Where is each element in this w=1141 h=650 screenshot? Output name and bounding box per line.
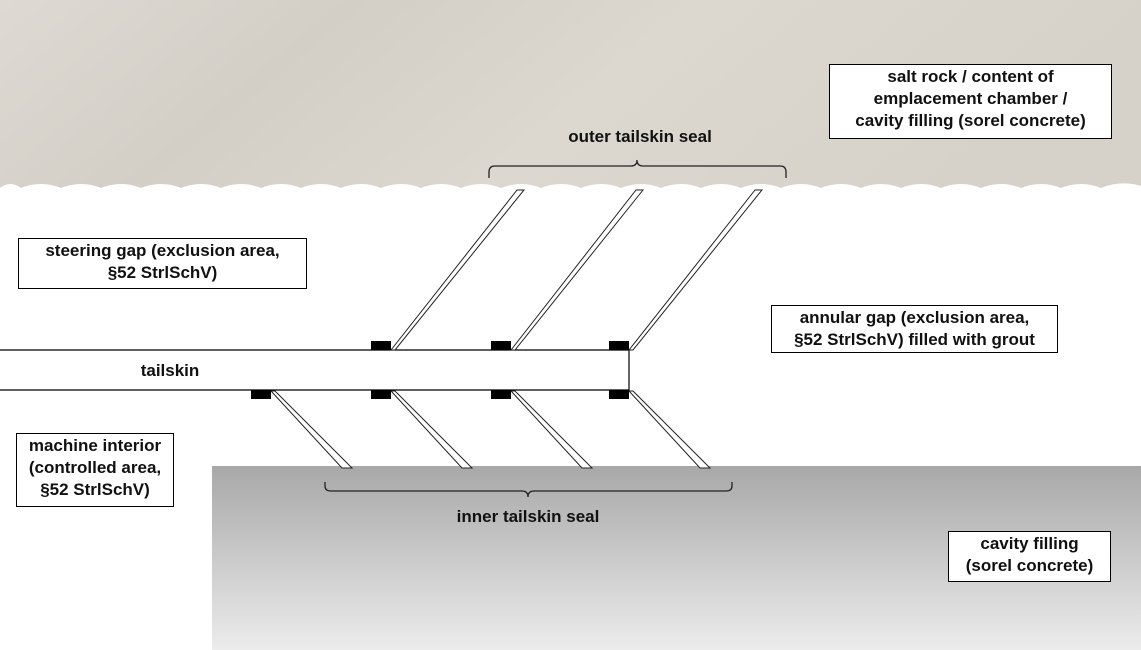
inner-seal-brush (269, 390, 354, 469)
inner-seal-label: inner tailskin seal (456, 507, 600, 526)
seal-clamp-block (491, 390, 511, 399)
seal-clamp-block (251, 390, 271, 399)
label-line: cavity filling (980, 534, 1079, 553)
label-line: §52 StrlSchV) filled with grout (794, 330, 1035, 349)
label-line: §52 StrlSchV) (40, 480, 150, 499)
tailskin-label: tailskin (140, 361, 200, 380)
label-line: annular gap (exclusion area, (799, 308, 1030, 327)
outer-seal-label: outer tailskin seal (568, 127, 712, 146)
label-line: (controlled area, (28, 458, 162, 477)
label-line: cavity filling (sorel concrete) (855, 111, 1086, 130)
outer-seal-brush (627, 189, 764, 351)
label-line: §52 StrlSchV) (107, 263, 218, 282)
cavity-filling-label: cavity filling (sorel concrete) (948, 531, 1111, 582)
inner-seal-brace (324, 482, 733, 498)
annular-gap-label: annular gap (exclusion area, §52 StrlSch… (771, 305, 1058, 353)
salt-rock-label: salt rock / content of emplacement chamb… (829, 64, 1112, 139)
label-line: machine interior (28, 436, 162, 455)
seal-clamp-block (491, 341, 511, 350)
steering-gap-label: steering gap (exclusion area, §52 StrlSc… (18, 238, 307, 289)
label-line: (sorel concrete) (965, 556, 1094, 575)
inner-seal-brush (509, 390, 594, 469)
seal-clamp-block (609, 390, 629, 399)
machine-interior-label: machine interior (controlled area, §52 S… (16, 433, 174, 507)
label-line: salt rock / content of (887, 67, 1054, 86)
seal-clamp-block (609, 341, 629, 350)
inner-seal-brush (389, 390, 474, 469)
label-line: emplacement chamber / (873, 89, 1068, 108)
label-line: steering gap (exclusion area, (45, 241, 280, 260)
outer-seal-brush (509, 189, 645, 351)
inner-seal-brush (627, 390, 712, 469)
salt-rock-region (0, 0, 1141, 188)
outer-seal-brush (389, 189, 526, 351)
tailskin-body (0, 349, 630, 391)
seal-clamp-block (371, 390, 391, 399)
seal-clamp-block (371, 341, 391, 350)
outer-seal-brace (488, 159, 787, 178)
